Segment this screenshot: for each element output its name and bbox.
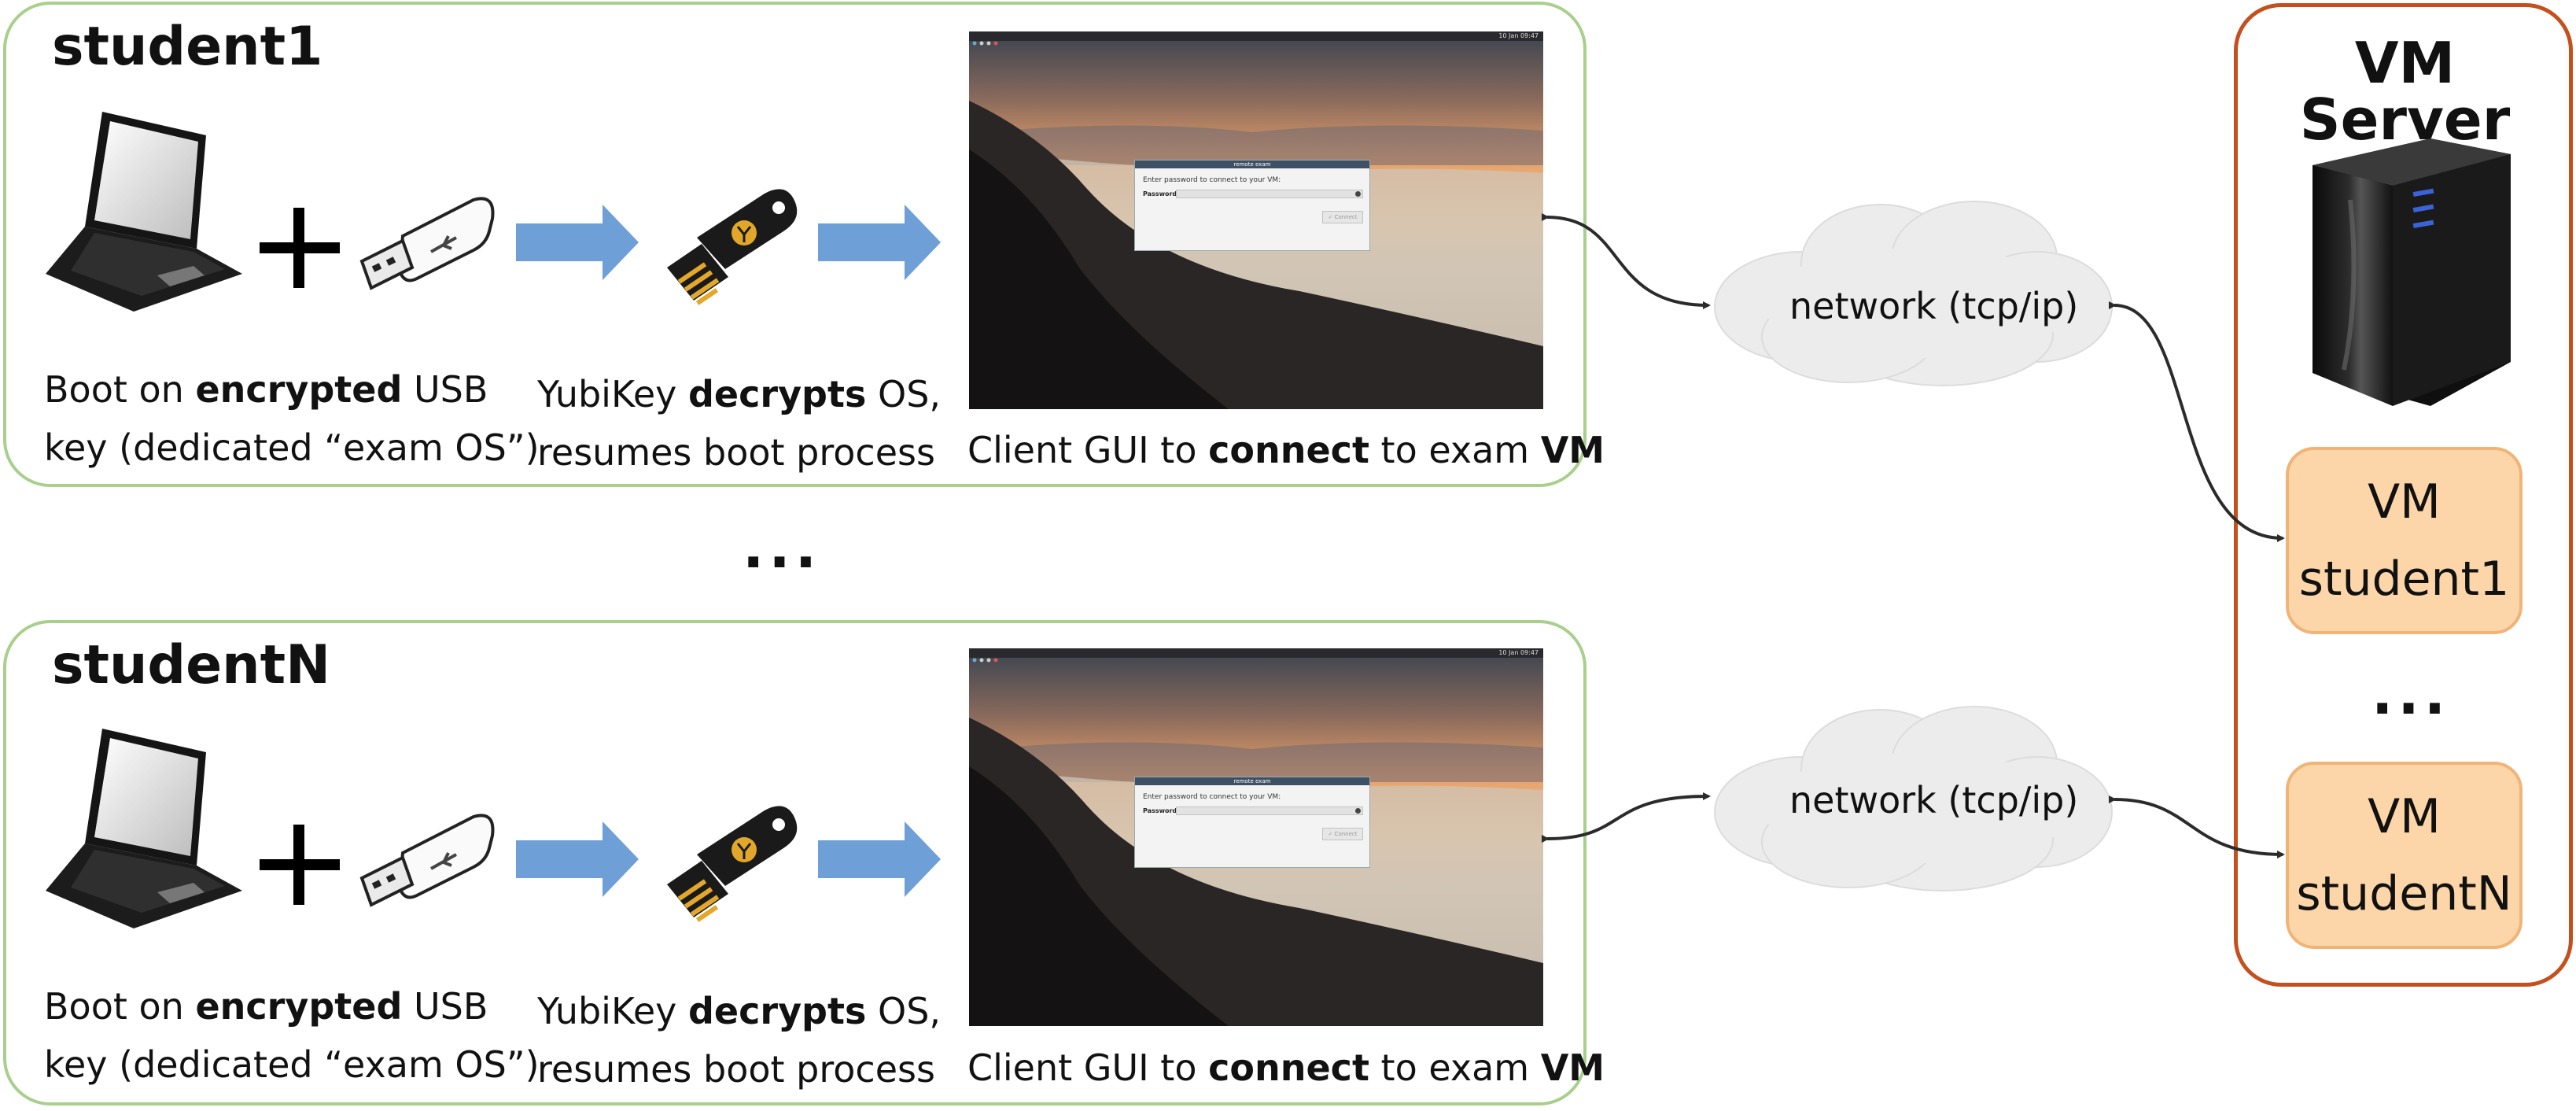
connector-cloud1-vm1 xyxy=(2108,301,2285,542)
caption-bold: encrypted xyxy=(195,368,403,411)
client-gui-screenshot: 10 Jan 09:47 remote exam Enter password … xyxy=(969,648,1543,1026)
yubikey-caption: YubiKey decrypts OS, resumes boot proces… xyxy=(537,365,941,482)
caption-text: resumes boot process xyxy=(537,1048,935,1091)
arrow-right-icon xyxy=(818,821,941,897)
connect-button[interactable]: ✓ Connect xyxy=(1322,828,1363,840)
gui-caption: Client GUI to connect to exam VM xyxy=(967,421,1605,479)
laptop-icon xyxy=(46,729,242,928)
cloud-icon xyxy=(1714,201,2113,386)
vm-label: student1 xyxy=(2298,552,2510,607)
password-field[interactable] xyxy=(1176,806,1363,815)
server-title: VM Server xyxy=(2299,30,2511,153)
caption-text: USB xyxy=(402,368,488,411)
vm-student1-box: VM student1 xyxy=(2286,447,2523,634)
student-title: studentN xyxy=(52,634,331,696)
caption-text: YubiKey xyxy=(537,373,688,415)
caption-bold: decrypts xyxy=(687,990,867,1032)
vm-studentN-box: VM studentN xyxy=(2286,762,2523,949)
taskbar: 10 Jan 09:47 xyxy=(969,31,1543,46)
password-label: Password xyxy=(1143,190,1177,197)
taskbar-clock: 10 Jan 09:47 xyxy=(1498,649,1539,656)
more-students-ellipsis: ... xyxy=(743,515,822,581)
taskbar-launcher-icon[interactable] xyxy=(972,651,1019,663)
caption-bold: encrypted xyxy=(195,985,403,1028)
taskbar-launcher-icon[interactable] xyxy=(972,34,1019,46)
taskbar-clock: 10 Jan 09:47 xyxy=(1498,32,1539,39)
yubikey-icon xyxy=(667,806,798,922)
caption-bold: VM xyxy=(1540,1046,1605,1089)
laptop-icon xyxy=(46,112,242,312)
caption-text: Client GUI to xyxy=(967,429,1209,471)
dialog-header: remote exam xyxy=(1135,161,1369,168)
cloud-icon xyxy=(1714,706,2113,891)
caption-bold: connect xyxy=(1208,429,1369,471)
caption-text: Client GUI to xyxy=(967,1046,1209,1089)
caption-text: to exam xyxy=(1369,1046,1541,1089)
password-label: Password xyxy=(1143,807,1177,814)
boot-caption: Boot on encrypted USB key (dedicated “ex… xyxy=(44,360,540,477)
arrow-right-icon xyxy=(818,205,941,280)
vm-label: VM xyxy=(2368,789,2441,844)
boot-caption: Boot on encrypted USB key (dedicated “ex… xyxy=(44,977,540,1094)
server-tower-icon xyxy=(2313,138,2511,406)
connector-cloudN-vmN xyxy=(2108,795,2285,858)
caption-bold: connect xyxy=(1208,1046,1369,1089)
network-label: network (tcp/ip) xyxy=(1789,779,2079,821)
caption-text: resumes boot process xyxy=(537,431,935,474)
plus-icon xyxy=(260,208,340,288)
show-password-icon[interactable] xyxy=(1355,191,1361,197)
gui-caption: Client GUI to connect to exam VM xyxy=(967,1039,1605,1097)
vm-label: VM xyxy=(2368,474,2441,530)
caption-text: USB xyxy=(402,985,488,1028)
yubikey-caption: YubiKey decrypts OS, resumes boot proces… xyxy=(537,982,941,1098)
caption-text: OS, xyxy=(866,990,942,1032)
caption-text: Boot on xyxy=(44,985,196,1028)
usb-key-icon xyxy=(359,197,495,290)
connect-dialog: remote exam Enter password to connect to… xyxy=(1134,777,1370,868)
caption-bold: decrypts xyxy=(687,373,867,415)
caption-text: Boot on xyxy=(44,368,196,411)
password-field[interactable] xyxy=(1176,190,1363,198)
dialog-prompt: Enter password to connect to your VM: xyxy=(1143,793,1281,801)
student-title: student1 xyxy=(52,16,323,78)
dialog-header: remote exam xyxy=(1135,777,1369,785)
caption-bold: VM xyxy=(1540,429,1605,471)
connect-dialog: remote exam Enter password to connect to… xyxy=(1134,160,1370,251)
client-gui-screenshot: 10 Jan 09:47 remote exam Enter password … xyxy=(969,31,1543,409)
arrow-right-icon xyxy=(516,205,639,280)
network-label: network (tcp/ip) xyxy=(1789,285,2079,327)
caption-text: YubiKey xyxy=(537,990,688,1032)
caption-text: key (dedicated “exam OS”) xyxy=(44,426,540,469)
connector-guiN-cloud xyxy=(1541,792,1711,843)
yubikey-icon xyxy=(667,189,798,305)
caption-text: key (dedicated “exam OS”) xyxy=(44,1043,540,1086)
arrow-right-icon xyxy=(516,821,639,897)
connector-gui1-cloud xyxy=(1541,212,1711,309)
caption-text: OS, xyxy=(866,373,942,415)
usb-key-icon xyxy=(359,814,495,907)
connect-button[interactable]: ✓ Connect xyxy=(1322,211,1363,223)
caption-text: to exam xyxy=(1369,429,1541,471)
vm-label: studentN xyxy=(2296,866,2512,921)
more-vms-ellipsis: ... xyxy=(2371,661,2451,727)
plus-icon xyxy=(260,825,340,905)
taskbar: 10 Jan 09:47 xyxy=(969,648,1543,663)
show-password-icon[interactable] xyxy=(1355,808,1361,814)
dialog-prompt: Enter password to connect to your VM: xyxy=(1143,176,1281,184)
